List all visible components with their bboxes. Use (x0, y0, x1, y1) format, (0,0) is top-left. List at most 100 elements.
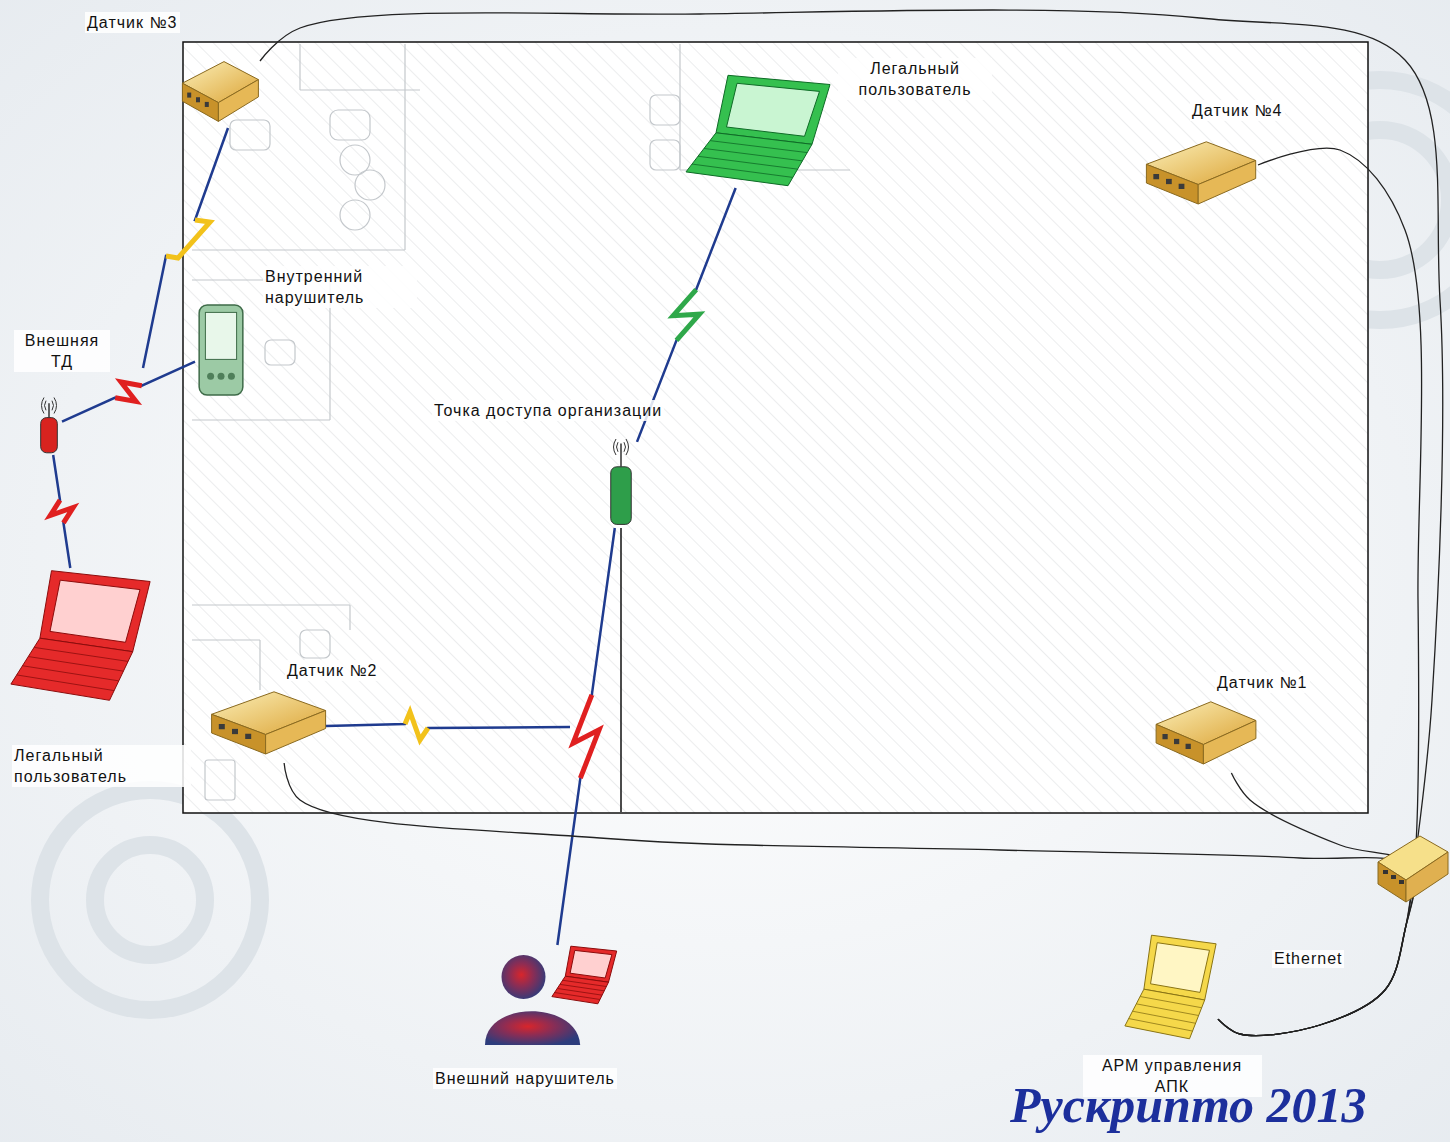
laptop-keyboard (686, 133, 812, 186)
sensor-side (218, 80, 258, 122)
sensor-front (1156, 724, 1203, 764)
sensor-port (205, 102, 209, 107)
ethernet-cable (1218, 773, 1416, 1036)
pda-screen (205, 312, 236, 359)
sensor-port (219, 724, 225, 729)
pda-body (199, 305, 243, 395)
laptop-screen (50, 580, 140, 642)
network-switch (1406, 852, 1448, 902)
sensor2-monitor-link (326, 712, 570, 740)
laptop-node: Легальный пользователь (683, 73, 833, 188)
building-floor (183, 42, 1368, 813)
sensor-port (1179, 184, 1185, 189)
laptop-screen-frame (716, 75, 830, 144)
sensor-shape (1156, 702, 1256, 764)
ap-signal-arc (626, 439, 629, 455)
sensor2-monitor-link (405, 712, 428, 740)
laptop-screen-frame (40, 571, 150, 652)
sensor-icon (208, 688, 328, 763)
ap-shape (611, 439, 631, 524)
sensor-port (187, 93, 191, 98)
laptop-shape (11, 571, 150, 701)
sensor-shape (212, 692, 326, 754)
sensor-shape (182, 62, 258, 122)
cable-line (260, 10, 1443, 1036)
laptop-screen (727, 83, 820, 136)
sensor-port (245, 734, 251, 739)
ap-node: Точка доступа организации (605, 438, 637, 528)
person-head (502, 955, 546, 999)
ap-signal-arc (52, 401, 54, 411)
ap-antenna (620, 443, 622, 466)
ap-body (611, 467, 631, 525)
office-furniture (349, 605, 350, 630)
pda-node: Внутренний нарушитель (195, 303, 247, 397)
link-line (50, 455, 73, 568)
pda-icon (195, 303, 247, 397)
sensor-icon (180, 58, 260, 130)
person-shape (485, 946, 617, 1045)
sensor-port (232, 729, 238, 734)
lightning-bolt (673, 290, 699, 341)
ap-signal-arc (54, 398, 57, 414)
ap-signal-arc (624, 442, 626, 452)
sensor-side (1198, 161, 1256, 205)
node-label: Внешняя ТД (14, 330, 110, 372)
office-furniture (650, 140, 680, 170)
laptop-key-row (17, 675, 114, 691)
node-label: Точка доступа организации (432, 400, 664, 421)
cable-line (1218, 148, 1422, 1035)
laptop-shape (1125, 935, 1216, 1039)
office-furniture (192, 249, 405, 250)
sensor-side (266, 711, 326, 755)
ap-shape (41, 398, 58, 453)
office-furniture (300, 630, 330, 658)
sensor2-monitor-link (326, 712, 570, 740)
cable-label: Ethernet (1272, 950, 1344, 968)
sensor-port (1166, 179, 1172, 184)
network-switch (1378, 836, 1448, 902)
sensor-port (1162, 734, 1167, 739)
office-furniture (265, 340, 295, 365)
office-furniture (404, 44, 405, 250)
ethernet-cable (260, 10, 1443, 1036)
ap-node: Внешняя ТД (36, 400, 62, 455)
network-switch (1391, 875, 1396, 879)
sensor-port (196, 97, 200, 102)
person-body (485, 1011, 580, 1045)
office-furniture (205, 760, 235, 800)
office-furniture (330, 110, 370, 140)
laptop-screen (1151, 943, 1210, 993)
sensor-shape (1146, 142, 1255, 204)
office-furniture (300, 89, 420, 90)
sensor-port (1153, 174, 1159, 179)
laptop-keyboard (1125, 989, 1205, 1039)
cable-line (284, 763, 1414, 1036)
sensor-icon (1143, 138, 1258, 213)
sensor-port (1186, 744, 1191, 749)
ap-antenna (48, 403, 50, 417)
background-swirl (40, 790, 260, 1010)
sensor-side (1203, 721, 1256, 765)
cable-line (1218, 773, 1416, 1036)
link-line (557, 528, 614, 945)
building-outline (183, 42, 1368, 813)
wireless-link (50, 455, 73, 568)
ap-body (41, 418, 58, 453)
sensor-node: Датчик №3 (180, 58, 260, 130)
ap-icon (36, 400, 62, 455)
sensor3-monitor-link (166, 220, 210, 258)
node-label: Легальный пользователь (12, 745, 191, 787)
person-icon (483, 945, 618, 1045)
lightning-bolt (573, 695, 599, 778)
laptop-screen (570, 950, 612, 978)
sensor-icon (1153, 698, 1258, 773)
laptop-keyboard (552, 976, 609, 1004)
pda-button (228, 373, 235, 380)
person-node: Внешний нарушитель (483, 945, 618, 1045)
ethernet-cable (1218, 148, 1422, 1035)
office-furniture (192, 44, 850, 800)
ethernet-cable (284, 763, 1414, 1036)
node-label: Датчик №4 (1190, 100, 1285, 121)
